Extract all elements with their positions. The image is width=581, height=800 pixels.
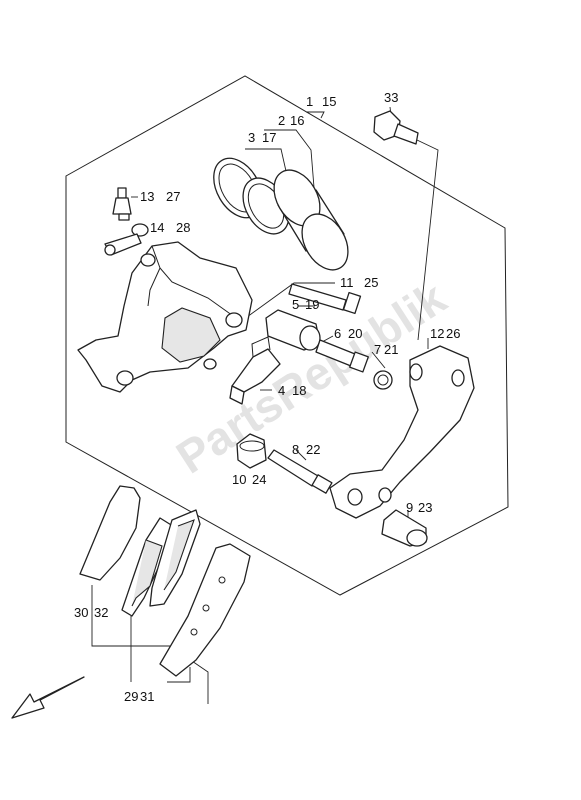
callout-11: 11	[340, 275, 354, 290]
callout-26: 26	[446, 326, 460, 341]
o-ring-7	[373, 370, 393, 390]
callout-4: 4	[278, 383, 285, 398]
callout-13: 13	[140, 189, 154, 204]
callout-18: 18	[292, 383, 306, 398]
callout-16: 16	[290, 113, 304, 128]
callout-32: 32	[94, 605, 108, 620]
callout-33: 33	[384, 90, 398, 105]
callout-1: 1	[306, 94, 313, 109]
callout-3: 3	[248, 130, 255, 145]
bleeder-cap	[104, 223, 149, 256]
callout-labels: 1 15 2 16 3 17 33 13 27 14 28 11 25 5 19…	[74, 90, 460, 704]
callout-12: 12	[430, 326, 444, 341]
bleeder-screw	[112, 187, 132, 221]
assembly-outline	[65, 75, 509, 596]
callout-6: 6	[334, 326, 341, 341]
bolt-33	[373, 110, 419, 145]
front-direction-arrow	[11, 676, 85, 719]
slide-pin-8	[267, 449, 333, 494]
callout-28: 28	[176, 220, 190, 235]
callout-2: 2	[278, 113, 285, 128]
brake-pad-shim-right	[159, 543, 251, 677]
caliper-bracket	[329, 345, 475, 519]
callout-21: 21	[384, 342, 398, 357]
slide-pin-11	[288, 283, 362, 315]
callout-27: 27	[166, 189, 180, 204]
callout-31: 31	[140, 689, 154, 704]
callout-29: 29	[124, 689, 138, 704]
callout-25: 25	[364, 275, 378, 290]
callout-9: 9	[406, 500, 413, 515]
callout-20: 20	[348, 326, 362, 341]
boot-5	[265, 309, 321, 351]
callout-17: 17	[262, 130, 276, 145]
brake-pad-outer	[149, 509, 201, 607]
callout-19: 19	[305, 297, 319, 312]
callout-10: 10	[232, 472, 246, 487]
callout-5: 5	[292, 297, 299, 312]
callout-7: 7	[374, 342, 381, 357]
callout-22: 22	[306, 442, 320, 457]
slide-pin-6	[315, 339, 369, 373]
callout-15: 15	[322, 94, 336, 109]
callout-14: 14	[150, 220, 164, 235]
brake-pad-shim-left	[79, 485, 141, 581]
boot-10	[236, 433, 267, 469]
callout-23: 23	[418, 500, 432, 515]
callout-8: 8	[292, 442, 299, 457]
sleeve-9	[381, 509, 428, 547]
callout-24: 24	[252, 472, 266, 487]
pad-spring	[229, 336, 281, 405]
callout-30: 30	[74, 605, 88, 620]
caliper-body	[77, 241, 253, 393]
caliper-piston	[273, 169, 349, 271]
